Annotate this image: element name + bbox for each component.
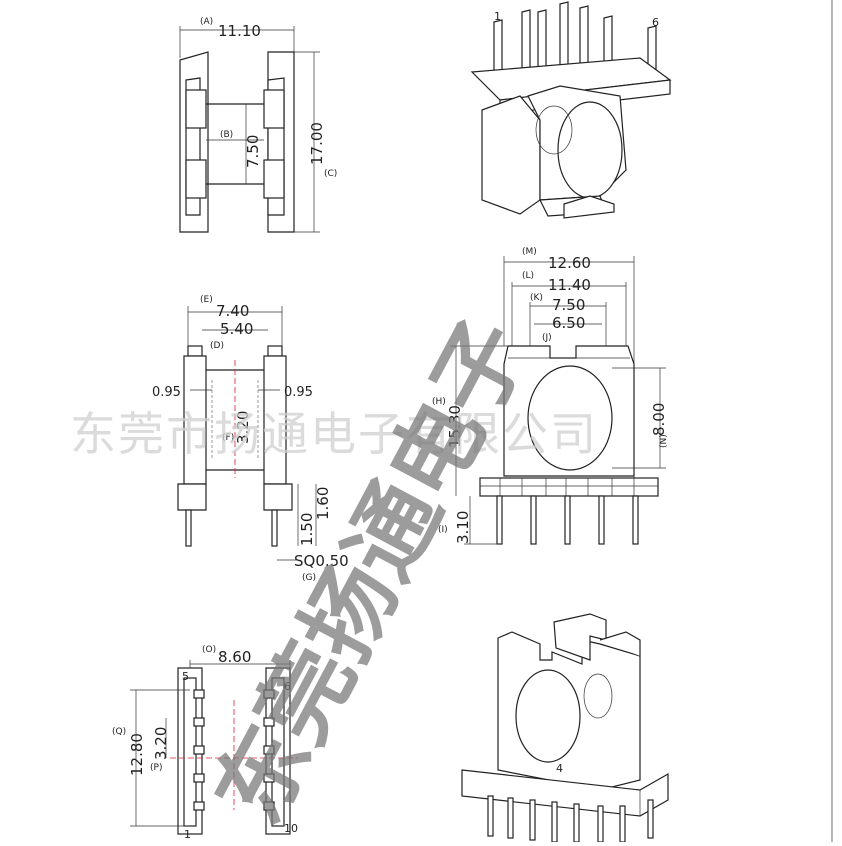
- dim-g-value: SQ0.50: [294, 552, 349, 570]
- dim-p-value: 3.20: [152, 727, 170, 760]
- watermark-company: 东莞市扬通电子有限公司: [70, 407, 598, 461]
- pin-5-label: 5: [182, 670, 189, 683]
- pin-10-label: 10: [284, 822, 298, 835]
- dim-c-value: 17.00: [308, 122, 326, 165]
- dim-l-value: 11.40: [548, 276, 591, 294]
- side-view: (E) 7.40 5.40 (D) 0.95 0.95 (F) 3.20 1.5…: [152, 295, 349, 583]
- dim-k-value: 7.50: [552, 296, 585, 314]
- dim-q-tag: (Q): [112, 727, 126, 737]
- dim-d-value: 5.40: [220, 320, 253, 338]
- dim-p-tag: (P): [150, 763, 162, 773]
- pin-1-label: 1: [184, 828, 191, 841]
- iso-pin-4-label: 4: [556, 762, 563, 775]
- dim-j-tag: (J): [542, 333, 552, 343]
- dim-q-value: 12.80: [128, 733, 146, 776]
- dim-o-tag: (O): [202, 645, 216, 655]
- dim-i-value: 3.10: [454, 511, 472, 544]
- dim-left-wall: 0.95: [152, 385, 181, 400]
- dim-j-value: 6.50: [552, 314, 585, 332]
- iso-view-top: 1 6: [470, 1, 672, 219]
- dim-o-value: 8.60: [218, 648, 251, 666]
- dim-n-tag: (N): [659, 434, 669, 448]
- dim-n-value: 8.00: [650, 403, 668, 436]
- dim-pin-a: 1.50: [298, 513, 316, 546]
- iso-pin-6-label: 6: [652, 16, 659, 29]
- dim-e-value: 7.40: [216, 302, 249, 320]
- dim-b-value: 7.50: [244, 135, 262, 168]
- dim-b-tag: (B): [220, 130, 233, 140]
- dim-m-value: 12.60: [548, 254, 591, 272]
- dim-d-tag: (D): [210, 341, 224, 351]
- dim-l-tag: (L): [522, 271, 534, 281]
- dim-right-wall: 0.95: [284, 385, 313, 400]
- dim-i-tag: (I): [438, 525, 448, 535]
- front-view: (M) 12.60 (L) 11.40 (K) 7.50 6.50 (J): [432, 247, 669, 545]
- iso-view-bottom: 4: [461, 613, 669, 843]
- dim-a-value: 11.10: [218, 22, 261, 40]
- dim-f-value: 3.20: [234, 411, 252, 444]
- iso-pin-1-label: 1: [494, 10, 501, 23]
- dim-h-tag: (H): [432, 397, 446, 407]
- bottom-view: (O) 8.60 (Q) 12.80 3.20 (P) 5 6 1 10: [112, 645, 298, 841]
- pin-6-label: 6: [284, 680, 291, 693]
- dim-f-tag: (F): [222, 433, 234, 443]
- dim-e-tag: (E): [200, 295, 213, 305]
- dim-h-value: 15.30: [446, 405, 464, 448]
- dim-k-tag: (K): [530, 293, 543, 303]
- dim-m-tag: (M): [522, 247, 537, 257]
- dim-pin-b: 1.60: [314, 487, 332, 520]
- dim-c-tag: (C): [324, 169, 337, 179]
- dim-a-tag: (A): [200, 17, 213, 27]
- dim-g-tag: (G): [302, 573, 316, 583]
- top-view: (A) 11.10 (B) 7.50 17.00 (C): [179, 17, 337, 233]
